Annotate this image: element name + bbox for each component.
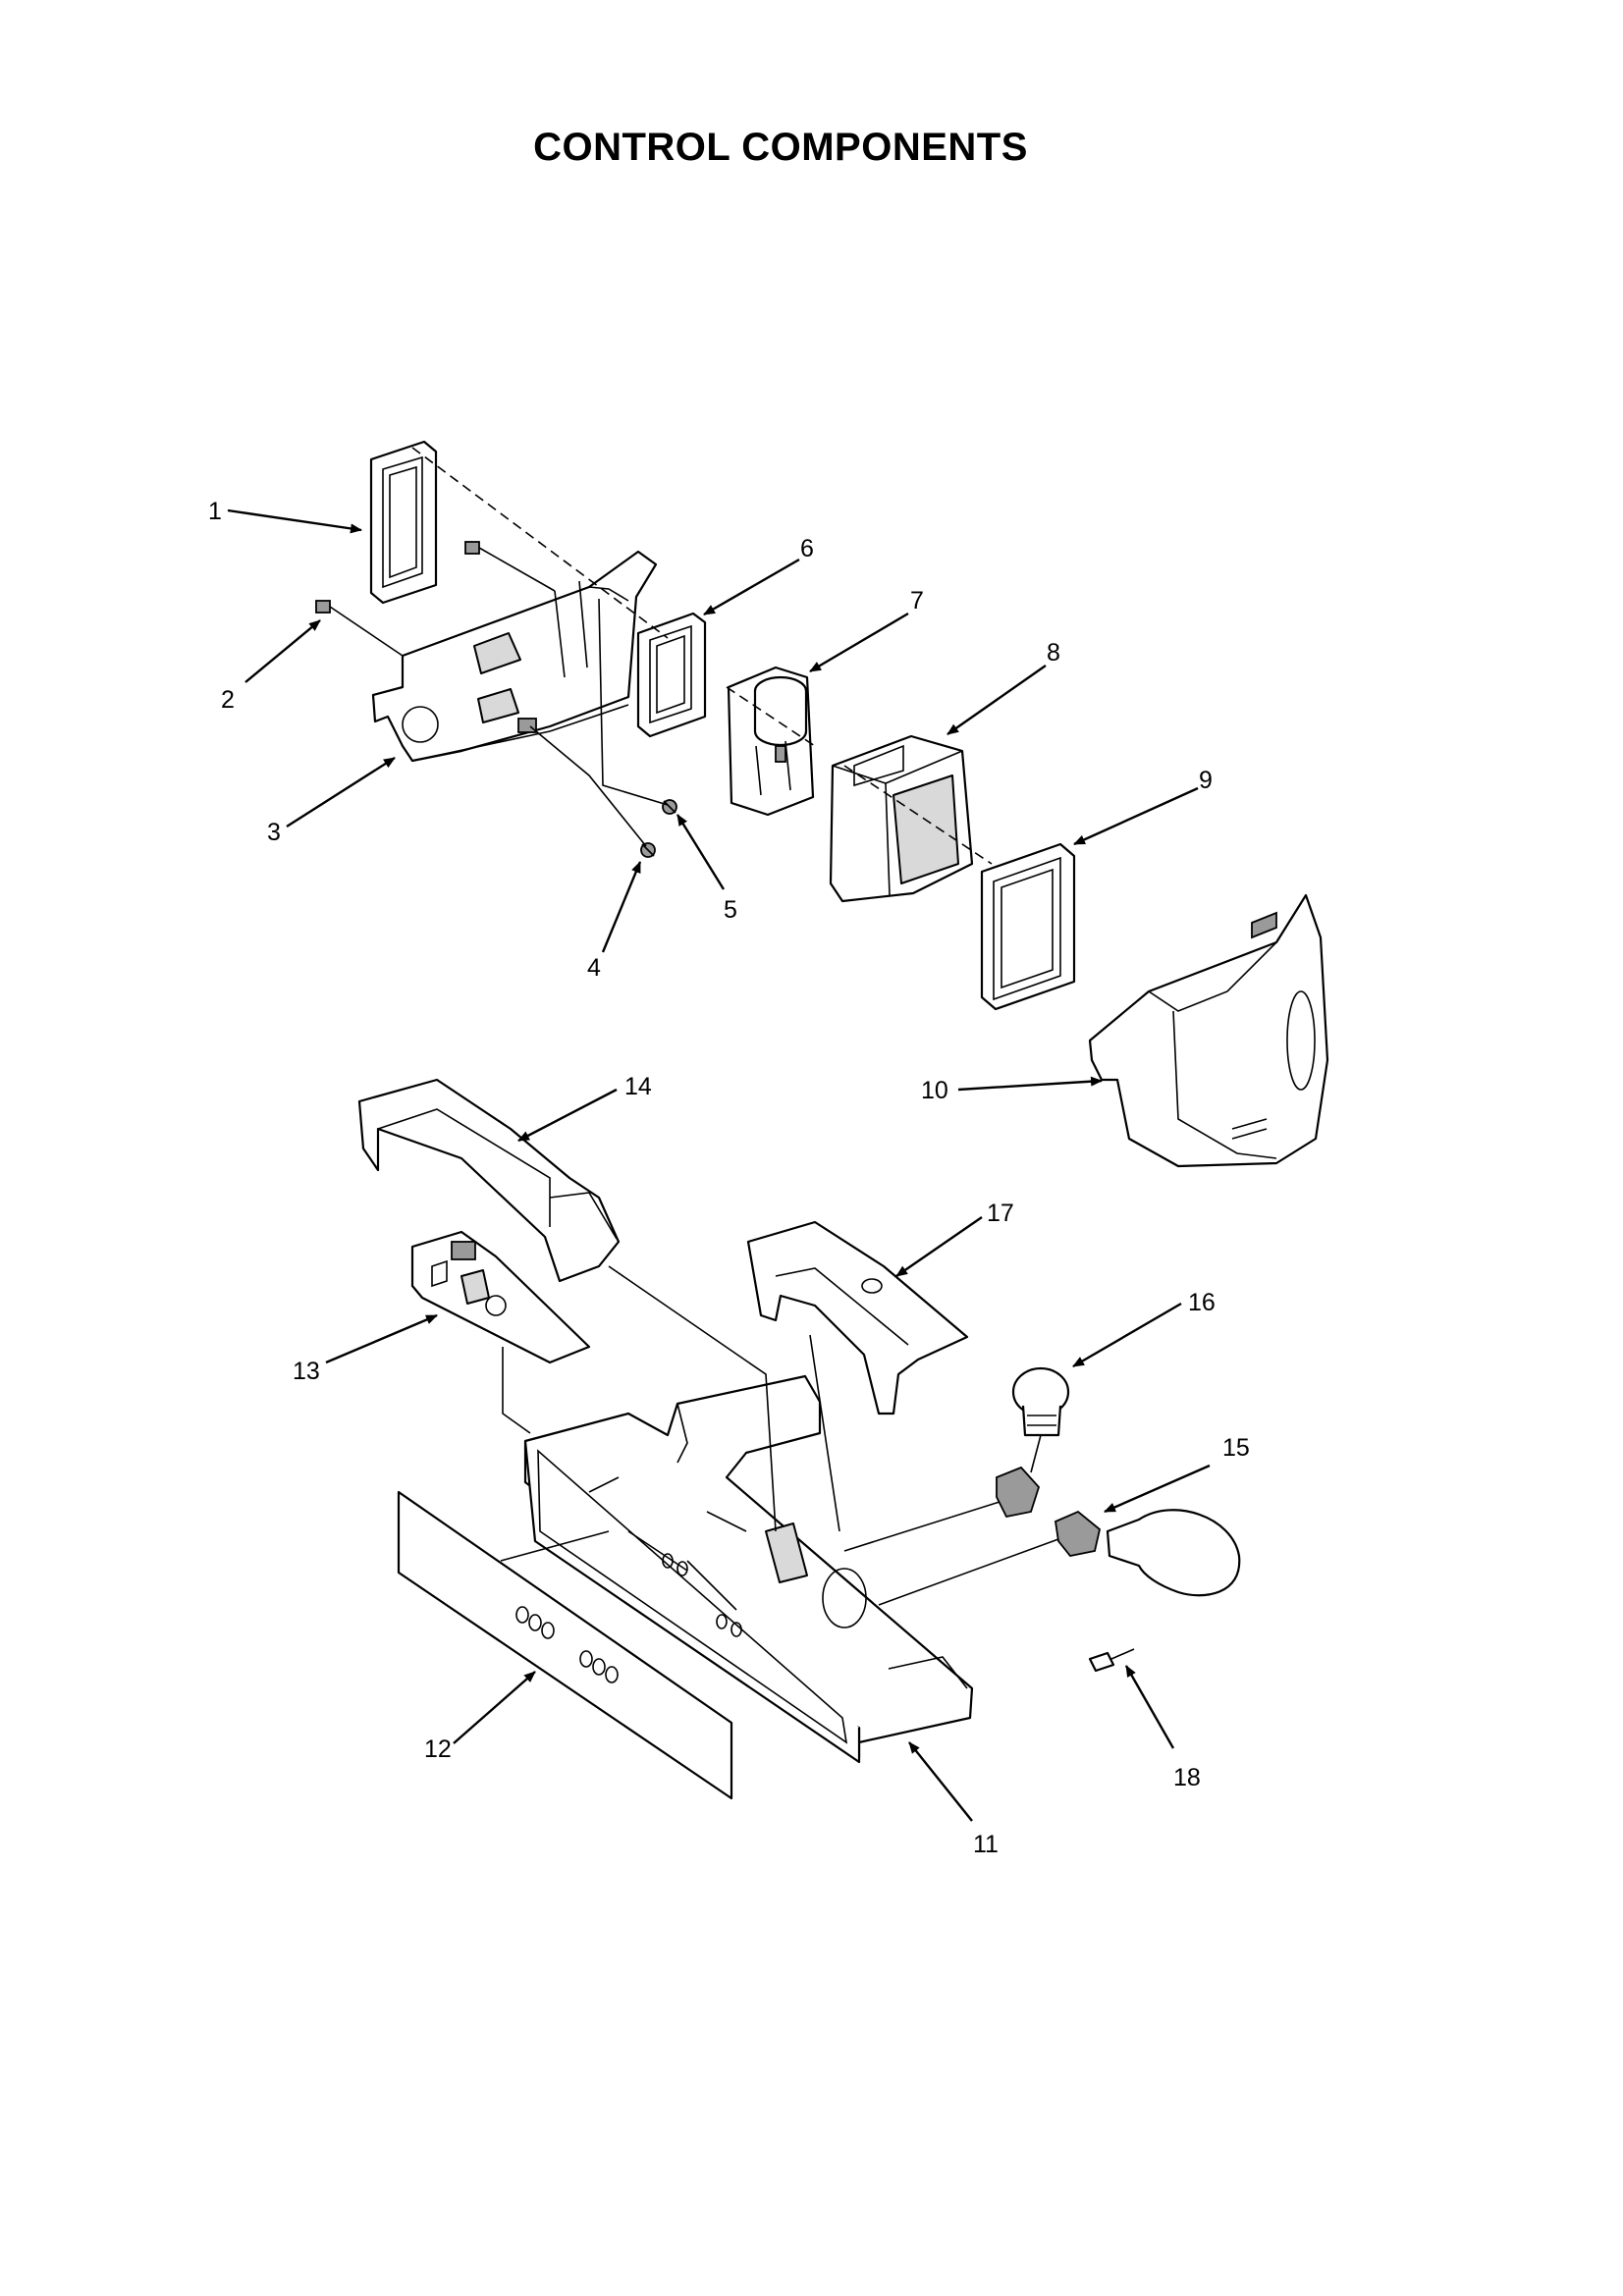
part-4-screw — [640, 842, 656, 858]
callout-14: 14 — [624, 1073, 652, 1100]
callout-3: 3 — [267, 819, 281, 846]
part-15-lamp-assembly — [996, 1466, 1241, 1597]
callout-12: 12 — [424, 1735, 452, 1763]
part-9-gasket — [980, 842, 1076, 1011]
page-title: CONTROL COMPONENTS — [533, 126, 1028, 169]
callout-8: 8 — [1047, 639, 1060, 667]
callout-1: 1 — [208, 498, 222, 525]
callout-18: 18 — [1173, 1764, 1201, 1791]
part-12-overlay-panel — [397, 1490, 733, 1800]
callout-16: 16 — [1188, 1289, 1216, 1316]
callout-11: 11 — [973, 1831, 999, 1858]
part-6-gasket — [636, 612, 707, 738]
callout-4: 4 — [587, 954, 601, 982]
part-5-screw — [662, 799, 677, 815]
callout-2: 2 — [221, 686, 235, 714]
callout-15: 15 — [1222, 1434, 1250, 1462]
callout-17: 17 — [987, 1200, 1014, 1227]
part-10-dispenser-housing — [1088, 893, 1329, 1168]
part-17-bracket — [746, 1220, 969, 1415]
part-13-control-board — [410, 1230, 591, 1364]
callout-10: 10 — [921, 1077, 948, 1104]
callout-5: 5 — [724, 896, 737, 924]
part-18-pin — [1088, 1648, 1135, 1673]
part-1-gasket — [369, 440, 438, 605]
callout-13: 13 — [293, 1358, 320, 1385]
callout-7: 7 — [910, 587, 924, 614]
part-8-cover — [829, 734, 974, 903]
callout-leaders — [227, 508, 1211, 1822]
part-16-socket — [1011, 1366, 1070, 1437]
part-7-actuator — [727, 666, 815, 817]
callout-9: 9 — [1199, 767, 1213, 794]
callout-6: 6 — [800, 535, 814, 562]
part-11-main-frame — [523, 1374, 974, 1764]
part-3-housing — [371, 550, 658, 763]
